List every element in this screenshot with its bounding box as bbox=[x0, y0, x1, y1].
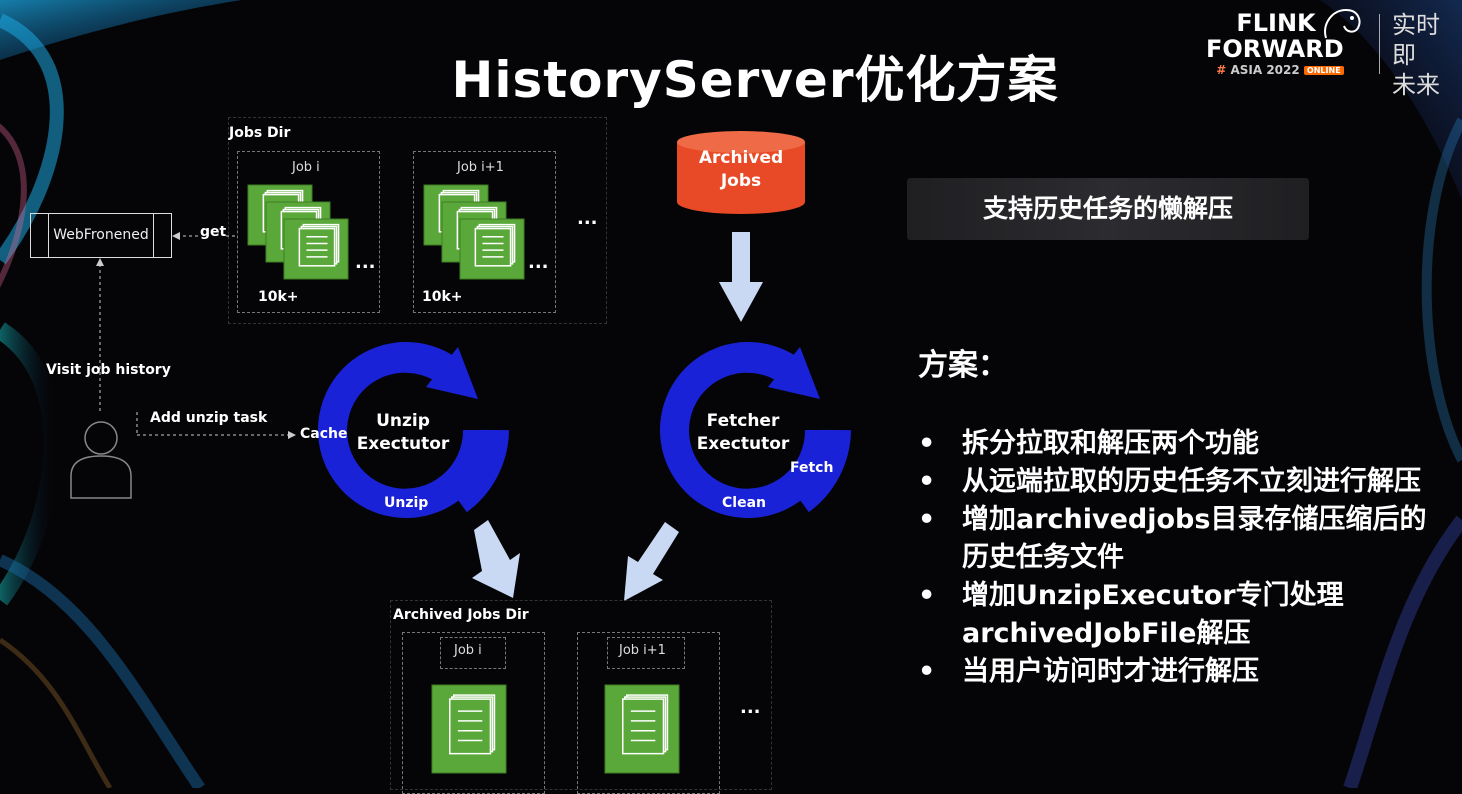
plan-item: • 当用户访问时才进行解压 bbox=[918, 653, 1438, 691]
archived-dir-ellipsis: ... bbox=[740, 697, 761, 718]
archived-job-i1-tag-box bbox=[607, 637, 685, 669]
webfront-label: WebFronened bbox=[48, 214, 154, 257]
logo-line2: FORWARD bbox=[1206, 35, 1344, 63]
archived-job-i-label: Job i bbox=[454, 643, 482, 658]
unzip-executor-ring bbox=[318, 341, 509, 518]
add-unzip-task-label: Add unzip task bbox=[150, 410, 268, 426]
logo-cn: 实时即 未来 bbox=[1392, 10, 1442, 100]
document-icon bbox=[459, 218, 525, 280]
archived-jobs-database bbox=[677, 131, 805, 214]
flink-forward-logo: FLINK FORWARD # ASIA 2022 ONLINE bbox=[1206, 10, 1344, 79]
job-i-count: 10k+ bbox=[258, 289, 299, 305]
bullet: • bbox=[918, 504, 936, 535]
document-icon bbox=[283, 218, 349, 280]
bullet: • bbox=[918, 428, 936, 459]
unzip-executor-line2: Exectutor bbox=[356, 434, 450, 454]
arrow-unzip-to-archived bbox=[472, 520, 520, 598]
plan-item-text: 增加archivedjobs目录存储压缩后的历史任务文件 bbox=[962, 504, 1427, 573]
get-label: get bbox=[200, 224, 227, 240]
fetcher-executor-ring bbox=[660, 341, 851, 518]
bullet: • bbox=[918, 466, 936, 497]
logo-hash: # bbox=[1216, 63, 1227, 77]
logo-line1: FLINK bbox=[1236, 9, 1316, 37]
bullet: • bbox=[918, 580, 936, 611]
job-i1-count: 10k+ bbox=[422, 289, 463, 305]
job-i1-label: Job i+1 bbox=[457, 160, 504, 175]
document-icon bbox=[431, 684, 507, 774]
fetch-label: Fetch bbox=[790, 460, 834, 476]
plan-item: • 从远端拉取的历史任务不立刻进行解压 bbox=[918, 463, 1438, 501]
logo-online-badge: ONLINE bbox=[1303, 65, 1344, 75]
fetcher-executor-line1: Fetcher bbox=[706, 411, 780, 431]
jobs-dir-ellipsis: ... bbox=[577, 208, 598, 229]
plan-item-text: 从远端拉取的历史任务不立刻进行解压 bbox=[962, 466, 1421, 497]
clean-label: Clean bbox=[722, 495, 766, 511]
jobs-dir-label: Jobs Dir bbox=[229, 125, 291, 141]
unzip-executor-label: Unzip Exectutor bbox=[338, 410, 468, 456]
plan-item: • 增加archivedjobs目录存储压缩后的历史任务文件 bbox=[918, 501, 1438, 577]
plan-list: • 拆分拉取和解压两个功能 • 从远端拉取的历史任务不立刻进行解压 • 增加archi… bbox=[918, 425, 1438, 691]
archived-job-i1-label: Job i+1 bbox=[619, 643, 666, 658]
visit-job-history-label: Visit job history bbox=[46, 362, 171, 378]
archived-jobs-label-line2: Jobs bbox=[720, 171, 762, 191]
plan-item: • 拆分拉取和解压两个功能 bbox=[918, 425, 1438, 463]
logo-line3: # ASIA 2022 ONLINE bbox=[1206, 62, 1344, 79]
job-i-label: Job i bbox=[292, 160, 320, 175]
cache-label: Cache bbox=[300, 426, 348, 442]
arrow-fetcher-to-archived bbox=[624, 522, 679, 601]
logo-divider bbox=[1379, 14, 1380, 74]
logo-asia: ASIA 2022 bbox=[1230, 63, 1300, 77]
page-title: HistoryServer优化方案 bbox=[451, 51, 1059, 109]
fetcher-executor-label: Fetcher Exectutor bbox=[678, 410, 808, 456]
plan-item-text: 当用户访问时才进行解压 bbox=[962, 656, 1259, 687]
webfront-box: WebFronened bbox=[30, 213, 172, 258]
jobs-dir-container bbox=[228, 117, 607, 324]
logo-cn-line1: 实时即 bbox=[1392, 11, 1440, 69]
fetcher-executor-line2: Exectutor bbox=[696, 434, 790, 454]
logo-cn-line2: 未来 bbox=[1392, 71, 1440, 99]
archived-jobs-label: Archived Jobs bbox=[676, 147, 806, 193]
archived-job-i-tag-box bbox=[440, 637, 506, 669]
archived-jobs-label-line1: Archived bbox=[698, 148, 784, 168]
document-icon bbox=[604, 684, 680, 774]
squirrel-icon bbox=[1324, 8, 1361, 39]
plan-item-text: 增加UnzipExecutor专门处理archivedJobFile解压 bbox=[962, 580, 1344, 649]
bullet: • bbox=[918, 656, 936, 687]
lazy-unzip-banner: 支持历史任务的懒解压 bbox=[907, 178, 1309, 240]
job-i1-ellipsis: ... bbox=[528, 252, 549, 273]
unzip-executor-line1: Unzip bbox=[376, 411, 430, 431]
plan-heading: 方案： bbox=[918, 348, 1008, 383]
archived-jobs-dir-label: Archived Jobs Dir bbox=[393, 607, 529, 623]
unzip-label: Unzip bbox=[384, 495, 429, 511]
job-i-box bbox=[237, 151, 380, 313]
plan-item-text: 拆分拉取和解压两个功能 bbox=[962, 428, 1259, 459]
job-i1-box bbox=[413, 151, 556, 313]
user-icon bbox=[70, 421, 132, 499]
plan-item: • 增加UnzipExecutor专门处理archivedJobFile解压 bbox=[918, 577, 1438, 653]
arrow-db-to-fetcher bbox=[719, 232, 763, 322]
job-i-ellipsis: ... bbox=[355, 252, 376, 273]
